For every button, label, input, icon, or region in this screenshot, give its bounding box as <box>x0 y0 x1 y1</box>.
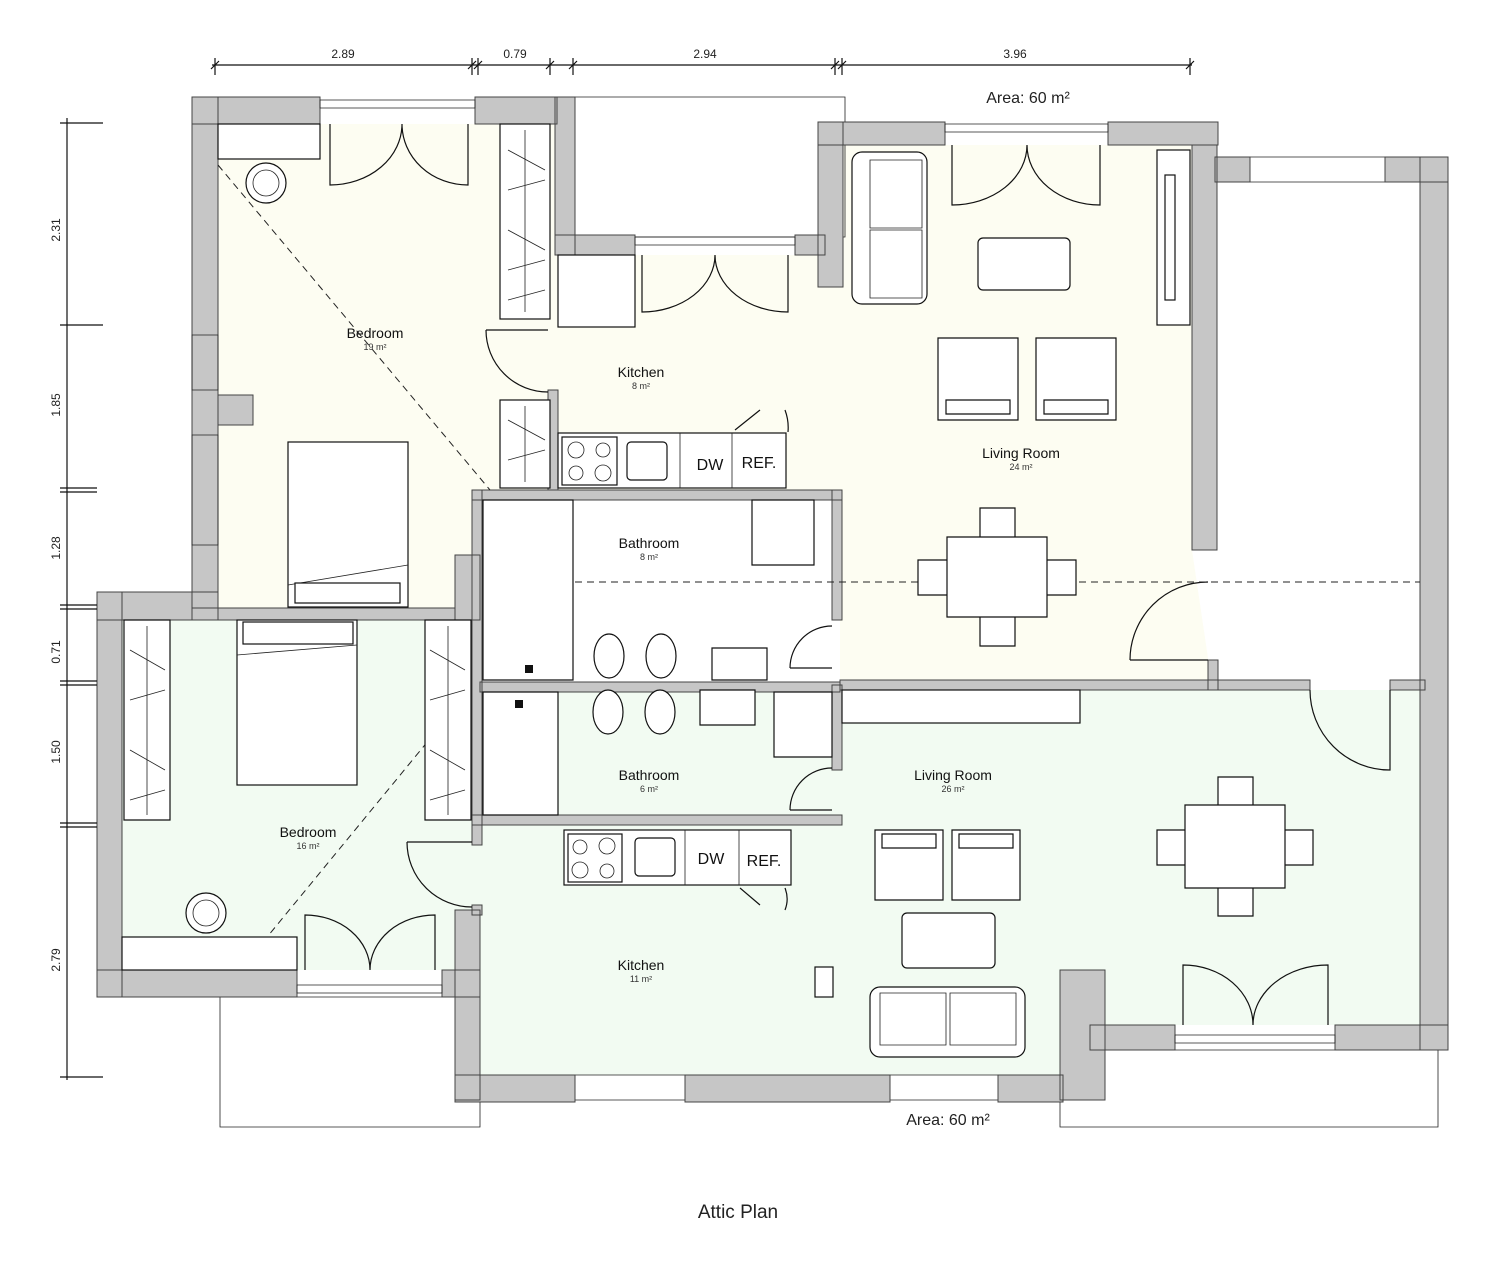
upper-fridge-label: REF. <box>742 455 777 472</box>
lower-fridge-label: REF. <box>747 853 782 870</box>
room-area: 26 m² <box>941 784 964 794</box>
dimension-label: 3.96 <box>1003 47 1027 61</box>
room-name: Bathroom <box>619 767 680 783</box>
dimension-label: 0.79 <box>503 47 527 61</box>
upper-tv-unit <box>1156 149 1191 326</box>
lower-sofa <box>869 986 1026 1058</box>
room-area: 8 m² <box>640 552 658 562</box>
room-area: 16 m² <box>296 841 319 851</box>
dimension-label: 0.71 <box>49 640 63 664</box>
room-name: Bedroom <box>280 824 337 840</box>
upper-bedroom-bed <box>287 441 409 608</box>
dimension-label: 2.94 <box>693 47 717 61</box>
room-area: 11 m² <box>630 974 652 984</box>
room-name: Living Room <box>914 767 992 783</box>
upper-desk <box>217 123 321 204</box>
upper-coffee-table <box>977 237 1071 291</box>
lower-kitchen-counter: DW REF. <box>563 829 792 886</box>
room-name: Kitchen <box>618 957 665 973</box>
upper-wardrobes <box>499 123 551 489</box>
lower-stool <box>814 966 834 998</box>
lower-dishwasher-label: DW <box>698 851 726 868</box>
windows <box>191 99 1336 1044</box>
lower-bathroom-fixtures <box>482 689 833 816</box>
lower-wardrobes <box>123 619 472 821</box>
room-name: Kitchen <box>618 364 665 380</box>
lower-area-label: Area: 60 m² <box>906 1112 990 1129</box>
room-area: 8 m² <box>632 381 650 391</box>
lower-bedroom-bed <box>236 619 358 786</box>
upper-dining-table <box>917 507 1077 647</box>
room-name: Living Room <box>982 445 1060 461</box>
upper-kitchen-counter: DW REF. <box>557 254 787 489</box>
room-name: Bathroom <box>619 535 680 551</box>
room-name: Bedroom <box>347 325 404 341</box>
dimension-label: 1.28 <box>49 536 63 560</box>
lower-dining-table <box>1156 776 1314 917</box>
upper-area-label: Area: 60 m² <box>986 90 1070 107</box>
dimension-label: 1.85 <box>49 393 63 417</box>
dimension-label: 2.31 <box>49 218 63 242</box>
vertical-dimensions: 2.31 1.85 1.28 0.71 1.50 2.79 <box>49 118 103 1080</box>
dimension-label: 2.79 <box>49 948 63 972</box>
room-area: 24 m² <box>1009 462 1032 472</box>
dimension-label: 1.50 <box>49 740 63 764</box>
lower-coffee-table <box>901 912 996 969</box>
upper-armchairs <box>937 337 1117 421</box>
lower-tv-unit <box>841 689 1081 724</box>
room-area: 19 m² <box>363 342 386 352</box>
upper-bathroom-fixtures <box>482 499 815 681</box>
lower-armchairs <box>874 829 1021 901</box>
plan-title: Attic Plan <box>698 1202 778 1223</box>
dimension-label: 2.89 <box>331 47 355 61</box>
lower-desk <box>121 892 298 971</box>
doors <box>304 123 1391 1026</box>
room-area: 6 m² <box>640 784 658 794</box>
horizontal-dimensions: 2.89 0.79 2.94 3.96 <box>210 47 1195 75</box>
upper-sofa <box>851 151 928 305</box>
upper-dishwasher-label: DW <box>697 457 725 474</box>
